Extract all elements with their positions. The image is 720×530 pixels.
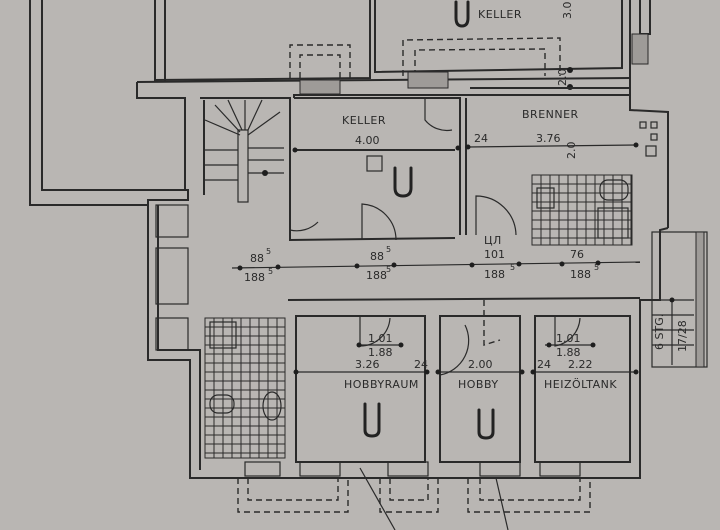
- door-brenner[interactable]: [475, 195, 517, 236]
- outside-stair: 6 STG. 17/28: [651, 231, 708, 368]
- window-width-2: 1.01: [556, 332, 581, 345]
- room-label-hobbyraum: HOBBYRAUM: [344, 378, 419, 391]
- window-well-top: [407, 71, 449, 89]
- room-keller: KELLER 4.00: [292, 114, 461, 198]
- door-height-2: 188: [366, 269, 387, 282]
- heater-symbol: [477, 408, 495, 440]
- heater-symbol: [393, 166, 413, 198]
- dim-keller-top: 3.0: [561, 2, 574, 20]
- stair-label: 6 STG.: [653, 314, 666, 350]
- window-wells-bottom: [237, 461, 591, 530]
- toilet-icon: [209, 394, 235, 414]
- room-brenner: BRENNER 24 3.76 2.0: [465, 108, 658, 160]
- stair-ratio: 17/28: [676, 320, 689, 352]
- svg-text:5: 5: [266, 247, 271, 256]
- sink-icon: [262, 391, 282, 421]
- svg-text:5: 5: [386, 265, 391, 274]
- room-heizoeltank: 1.01 1.88 24 2.22 HEIZÖLTANK: [530, 332, 639, 391]
- window-width-1: 1.01: [368, 332, 393, 345]
- door-keller-lower[interactable]: [361, 203, 397, 241]
- shower-icon: [209, 321, 237, 349]
- door-dimension-chain: [231, 260, 641, 271]
- svg-text:5: 5: [386, 245, 391, 254]
- svg-text:5: 5: [268, 267, 273, 276]
- dim-hobbyraum: 3.26: [355, 358, 380, 371]
- door-keller[interactable]: [424, 98, 453, 132]
- svg-text:5: 5: [510, 263, 515, 272]
- door-width-1: 88: [250, 252, 264, 265]
- room-hobbyraum: 1.01 1.88 3.26 24 HOBBYRAUM: [293, 332, 430, 438]
- staircase: [204, 99, 284, 203]
- door-width-3: 101: [484, 248, 505, 261]
- window-well-top-2: [299, 79, 341, 95]
- dim-top: 2.0: [556, 69, 569, 87]
- door-height-3: 188: [484, 268, 505, 281]
- main-walls: [147, 87, 669, 479]
- door-width-4: 76: [570, 248, 584, 261]
- chimney: [631, 33, 649, 65]
- wall-heizoeltank: 24: [537, 358, 551, 371]
- wall-brenner: 24: [474, 132, 488, 145]
- dim-keller: 4.00: [355, 134, 380, 147]
- heater-symbol: [363, 402, 381, 438]
- room-label-hobby: HOBBY: [458, 378, 499, 391]
- depth-brenner: 2.0: [565, 142, 578, 160]
- door-height-4: 188: [570, 268, 591, 281]
- shower-icon: [597, 207, 629, 239]
- floor-drain: [366, 155, 383, 172]
- window-height-2: 1.88: [556, 346, 581, 359]
- door-heizoeltank[interactable]: [554, 316, 581, 347]
- wall-hobbyraum: 24: [414, 358, 428, 371]
- room-label-brenner: BRENNER: [522, 108, 579, 121]
- door-height-1: 188: [244, 271, 265, 284]
- door-stair[interactable]: [289, 200, 319, 232]
- door-hobby[interactable]: [439, 324, 470, 376]
- dim-brenner: 3.76: [536, 132, 561, 145]
- handwritten-mark: ЦЛ: [484, 234, 502, 247]
- window-height-1: 1.88: [368, 346, 393, 359]
- door-width-2: 88: [370, 250, 384, 263]
- dim-hobby: 2.00: [468, 358, 493, 371]
- heater-symbol: [454, 0, 470, 28]
- upper-left-area: KELLER 3.0 2.0: [29, 0, 669, 228]
- toilet-icon: [599, 179, 629, 201]
- room-hobby: 2.00 HOBBY: [435, 358, 525, 440]
- svg-text:5: 5: [594, 263, 599, 272]
- room-label-keller-top: KELLER: [478, 8, 522, 21]
- dim-heizoeltank: 2.22: [568, 358, 593, 371]
- room-label-keller: KELLER: [342, 114, 386, 127]
- bathroom-brenner: [531, 174, 633, 246]
- bathroom-stair: [204, 317, 286, 459]
- room-label-heizoeltank: HEIZÖLTANK: [544, 378, 617, 391]
